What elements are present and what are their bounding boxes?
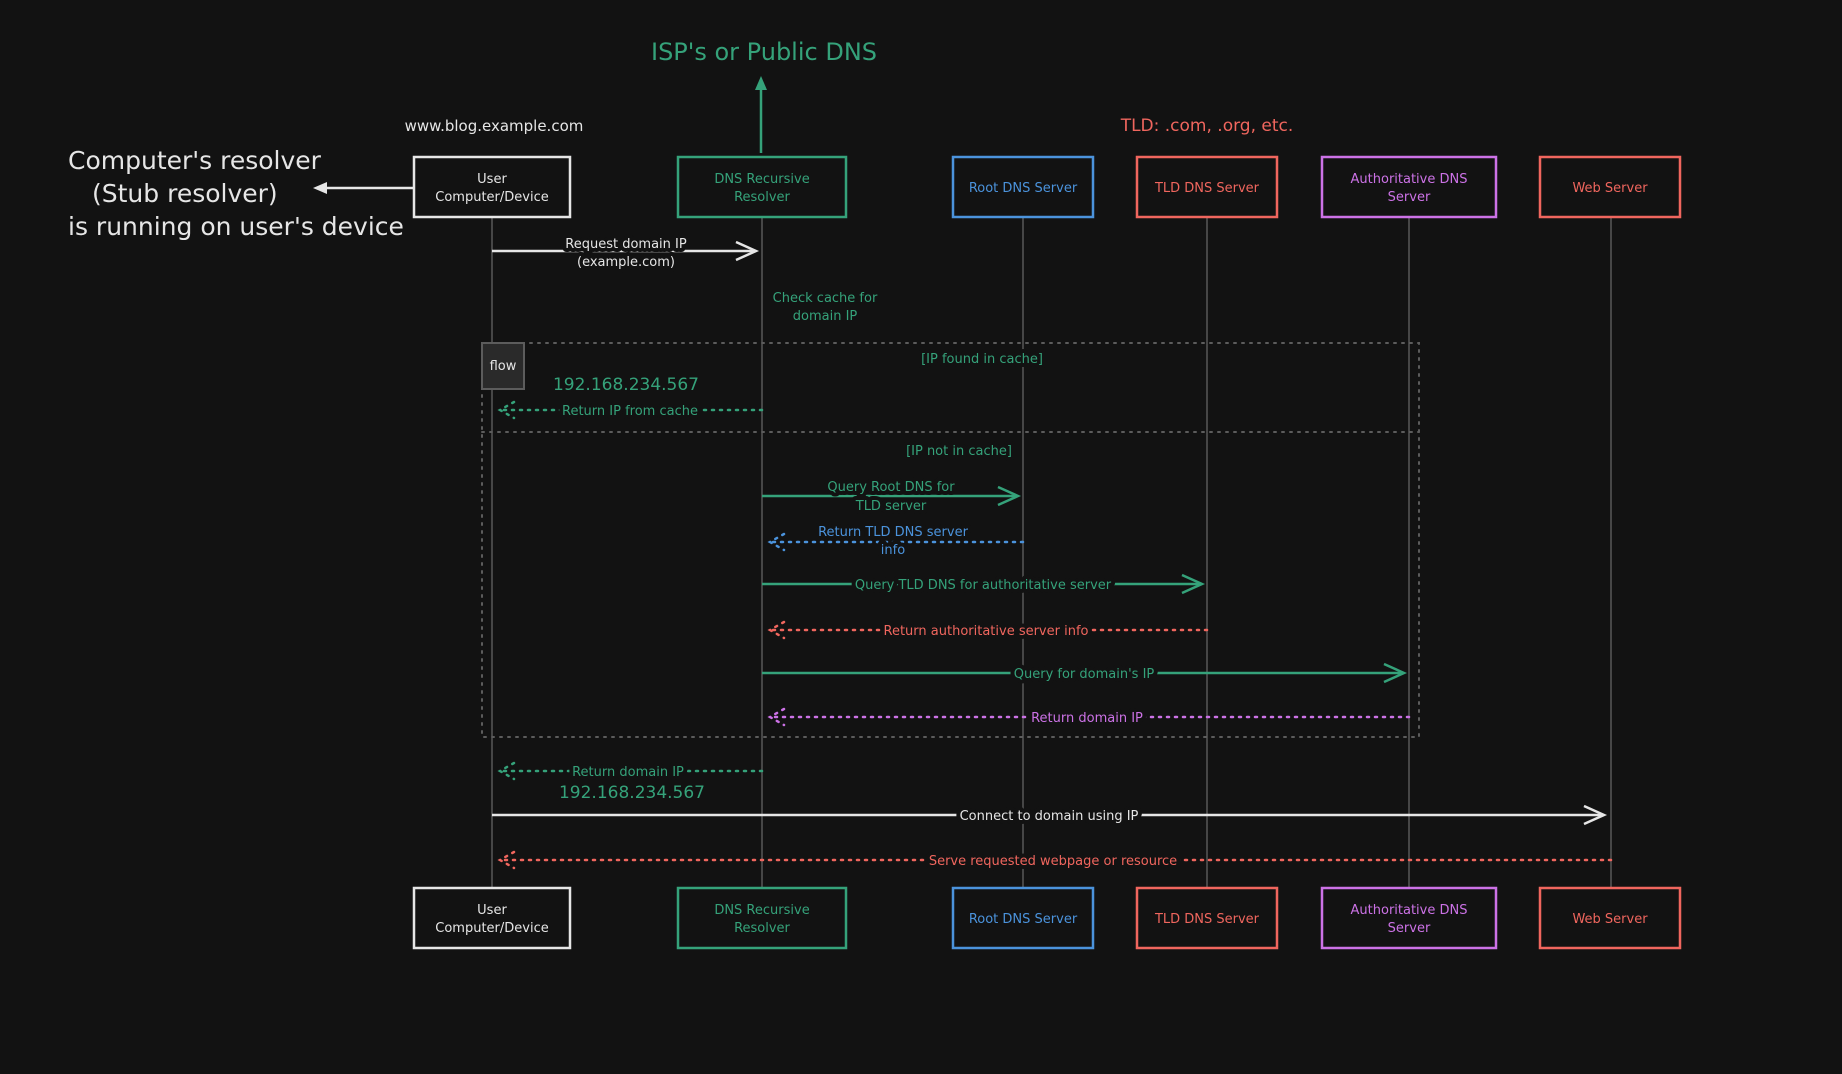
alt-condition-not-found: [IP not in cache]	[906, 444, 1012, 459]
participant-tld-bottom: TLD DNS Server	[1135, 886, 1279, 950]
participant-root-top: Root DNS Server	[951, 155, 1095, 219]
stub-note-line: Computer's resolver	[68, 146, 322, 175]
participant-box	[1320, 155, 1498, 219]
msg-label: Query TLD DNS for authoritative server	[855, 578, 1112, 593]
domain-label: www.blog.example.com	[405, 117, 584, 135]
participant-label: User	[477, 172, 507, 187]
msg-label: Query for domain's IP	[1014, 667, 1155, 682]
participant-box	[676, 155, 848, 219]
msg-label: Serve requested webpage or resource	[929, 854, 1177, 869]
msg-query-auth: Query for domain's IP	[762, 662, 1408, 686]
msg-label: info	[881, 543, 905, 558]
participant-label: Resolver	[734, 190, 790, 205]
participant-label: TLD DNS Server	[1154, 912, 1260, 927]
left-arrow-icon	[313, 182, 414, 194]
participant-label: Server	[1388, 190, 1431, 205]
msg-label: Return TLD DNS server	[818, 525, 969, 540]
msg-return-ip-auth: Return domain IP	[767, 707, 1411, 730]
participant-label: DNS Recursive	[714, 903, 809, 918]
participant-label: Root DNS Server	[969, 181, 1078, 196]
msg-connect: Connect to domain using IP	[492, 804, 1608, 828]
dns-provider-label: ISP's or Public DNS	[651, 38, 877, 66]
note-check-cache: Check cache for domain IP	[773, 291, 878, 324]
participant-web-bottom: Web Server	[1538, 886, 1682, 950]
participant-box	[1538, 155, 1682, 219]
msg-label: Return domain IP	[572, 765, 684, 780]
frame-tag	[481, 342, 525, 390]
msg-label: TLD server	[855, 499, 927, 514]
msg-label: Return domain IP	[1031, 711, 1143, 726]
msg-query-tld: Query TLD DNS for authoritative server	[762, 573, 1206, 597]
participant-label: Authoritative DNS	[1351, 903, 1468, 918]
tld-note: TLD: .com, .org, etc.	[1120, 116, 1294, 136]
msg-request-domain-ip: Request domain IP (example.com)	[492, 233, 760, 274]
participant-box	[1320, 886, 1498, 950]
note-label: domain IP	[793, 309, 858, 324]
frame-tag-label: flow	[490, 359, 517, 374]
msg-label: (example.com)	[577, 255, 675, 270]
msg-return-auth-info: Return authoritative server info	[767, 620, 1209, 643]
msg-return-tld-info: Return TLD DNS server info	[767, 521, 1025, 562]
participant-auth-top: Authoritative DNS Server	[1320, 155, 1498, 219]
alt-condition-found: [IP found in cache]	[921, 352, 1043, 367]
participant-label: Computer/Device	[435, 921, 548, 936]
participant-label: Resolver	[734, 921, 790, 936]
msg-query-root: Query Root DNS for TLD server	[762, 476, 1022, 518]
up-arrow-icon	[755, 76, 767, 153]
msg-label: Return authoritative server info	[884, 624, 1089, 639]
participant-label: Server	[1388, 921, 1431, 936]
participant-box	[676, 886, 848, 950]
participant-box	[412, 886, 572, 950]
msg-label: Request domain IP	[565, 237, 687, 252]
participant-root-bottom: Root DNS Server	[951, 886, 1095, 950]
stub-resolver-note: Computer's resolver (Stub resolver) is r…	[68, 146, 404, 241]
participant-box	[1135, 886, 1279, 950]
msg-label: Return IP from cache	[562, 404, 698, 419]
resolved-ip-value: 192.168.234.567	[559, 783, 705, 803]
participant-web-top: Web Server	[1538, 155, 1682, 219]
participant-box	[951, 155, 1095, 219]
participant-label: DNS Recursive	[714, 172, 809, 187]
participant-label: Authoritative DNS	[1351, 172, 1468, 187]
msg-serve-resource: Serve requested webpage or resource	[497, 850, 1613, 873]
participant-label: Root DNS Server	[969, 912, 1078, 927]
msg-label: Connect to domain using IP	[960, 809, 1139, 824]
msg-return-ip-user: Return domain IP	[497, 761, 764, 784]
cached-ip-value: 192.168.234.567	[553, 375, 699, 395]
frame-border	[481, 342, 1420, 738]
participant-label: Web Server	[1572, 181, 1648, 196]
participant-label: Web Server	[1572, 912, 1648, 927]
participant-box	[412, 155, 572, 219]
lifelines	[491, 217, 1612, 888]
participant-label: User	[477, 903, 507, 918]
stub-note-line: is running on user's device	[68, 212, 404, 241]
stub-note-line: (Stub resolver)	[92, 179, 278, 208]
flow-frame: flow [IP found in cache] [IP not in cach…	[481, 342, 1420, 738]
participant-box	[1135, 155, 1279, 219]
participant-label: Computer/Device	[435, 190, 548, 205]
participant-box	[951, 886, 1095, 950]
msg-return-ip-from-cache: Return IP from cache	[497, 400, 764, 423]
participant-tld-top: TLD DNS Server	[1135, 155, 1279, 219]
msg-label: Query Root DNS for	[827, 480, 955, 495]
participant-label: TLD DNS Server	[1154, 181, 1260, 196]
participant-auth-bottom: Authoritative DNS Server	[1320, 886, 1498, 950]
participant-box	[1538, 886, 1682, 950]
note-label: Check cache for	[773, 291, 878, 306]
